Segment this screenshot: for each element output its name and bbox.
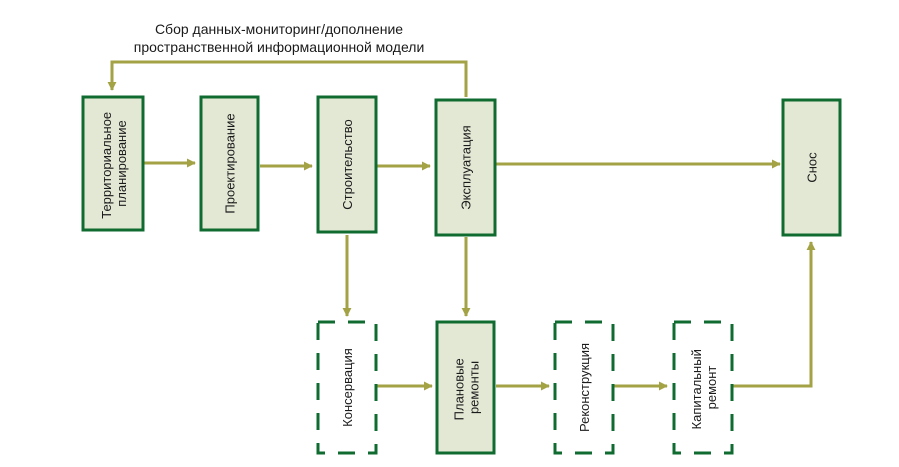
stage-territorial-planning-line1: Территориальное bbox=[99, 112, 114, 219]
stage-capital-repair-line2: ремонт bbox=[704, 366, 719, 410]
feedback-label-line2: пространственной информационной модели bbox=[134, 39, 425, 55]
stage-design-label: Проектирование bbox=[223, 113, 238, 213]
svg-text:Территориальное планиров: Территориальное планирование bbox=[99, 108, 129, 219]
stage-conservation: Консервация bbox=[316, 320, 378, 455]
svg-text:Капитальный ремонт: Капитальный ремонт bbox=[689, 346, 719, 430]
stage-planned-repairs: Плановые ремонты bbox=[435, 320, 496, 455]
stage-operation-label: Эксплуатация bbox=[459, 125, 474, 209]
stage-construction: Строительство bbox=[316, 95, 378, 234]
stage-operation: Эксплуатация bbox=[434, 98, 497, 237]
stage-construction-label: Строительство bbox=[340, 119, 355, 209]
stage-planned-repairs-line2: ремонты bbox=[467, 361, 482, 414]
feedback-arrow bbox=[107, 60, 468, 97]
stage-conservation-label: Консервация bbox=[340, 348, 355, 427]
stage-reconstruction-label: Реконструкция bbox=[577, 343, 592, 432]
arrow-capital-repair-to-demolition bbox=[733, 241, 816, 388]
feedback-label-line1: Сбор данных-мониторинг/дополнение bbox=[155, 21, 403, 37]
stage-territorial-planning-line2: планирование bbox=[114, 120, 129, 206]
stage-demolition: Снос bbox=[781, 98, 842, 237]
stage-demolition-label: Снос bbox=[805, 152, 820, 183]
stage-planned-repairs-line1: Плановые bbox=[452, 358, 467, 420]
stage-capital-repair: Капитальный ремонт bbox=[672, 320, 734, 455]
stage-territorial-planning: Территориальное планирование bbox=[81, 95, 145, 232]
svg-text:Плановые ремонты: Плановые ремонты bbox=[452, 355, 482, 421]
stage-reconstruction: Реконструкция bbox=[553, 320, 615, 455]
stage-design: Проектирование bbox=[199, 95, 260, 232]
connectors bbox=[107, 60, 816, 391]
stage-capital-repair-line1: Капитальный bbox=[689, 349, 704, 429]
